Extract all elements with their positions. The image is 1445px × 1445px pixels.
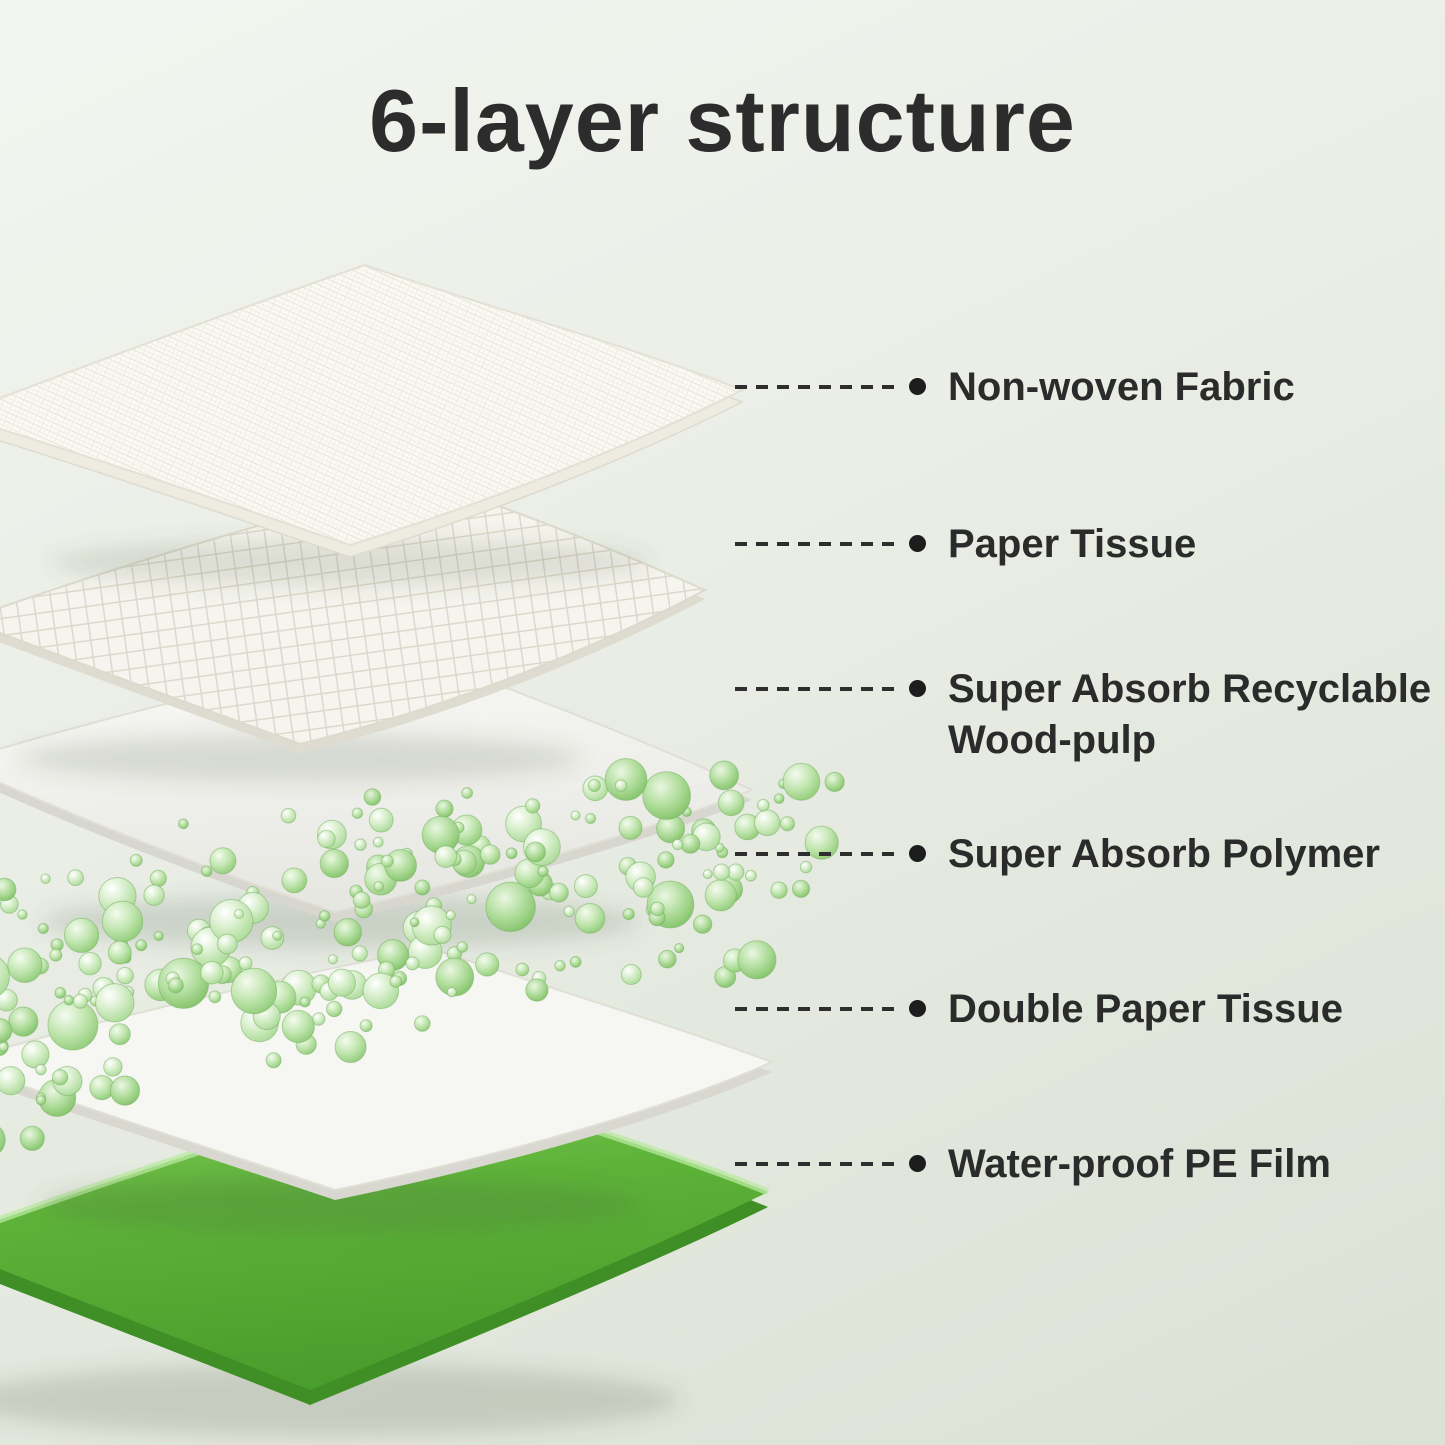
bullet-dot	[909, 845, 926, 862]
leader-line	[735, 852, 895, 856]
layer-label: Paper Tissue	[948, 522, 1197, 566]
layer-callout-woodpulp: Super Absorb Recyclable Wood-pulp	[735, 664, 1445, 766]
bullet-dot	[909, 535, 926, 552]
layer-callout-double-tissue: Double Paper Tissue	[735, 984, 1343, 1035]
layer-callout-nonwoven: Non-woven Fabric	[735, 362, 1295, 413]
tissue2-shadow	[40, 1177, 640, 1233]
leader-line	[735, 1007, 895, 1011]
nonwoven-sheet	[0, 263, 745, 547]
layer-label: Double Paper Tissue	[948, 987, 1343, 1031]
leader-line	[735, 1162, 895, 1166]
layer-label: Non-woven Fabric	[948, 365, 1295, 409]
bullet-dot	[909, 680, 926, 697]
leader-line	[735, 385, 895, 389]
leader-line	[735, 687, 895, 691]
double-tissue-sheet	[0, 946, 775, 1192]
polymer-beads	[0, 758, 845, 1153]
leader-line	[735, 542, 895, 546]
bullet-dot	[909, 1155, 926, 1172]
layer-label: Super Absorb Recyclable Wood-pulp	[948, 667, 1432, 763]
nonwoven-shadow	[50, 538, 650, 586]
bullet-dot	[909, 378, 926, 395]
layer-callout-paper-tissue: Paper Tissue	[735, 519, 1196, 570]
bullet-dot	[909, 1000, 926, 1017]
layer-callout-polymer: Super Absorb Polymer	[735, 829, 1380, 880]
layer-label: Super Absorb Polymer	[948, 832, 1380, 876]
ground-shadow	[0, 1364, 680, 1436]
tissue1-shadow	[20, 734, 580, 782]
layer-label: Water-proof PE Film	[948, 1142, 1331, 1186]
layer-callout-pe-film: Water-proof PE Film	[735, 1139, 1331, 1190]
page-title: 6-layer structure	[369, 71, 1076, 170]
